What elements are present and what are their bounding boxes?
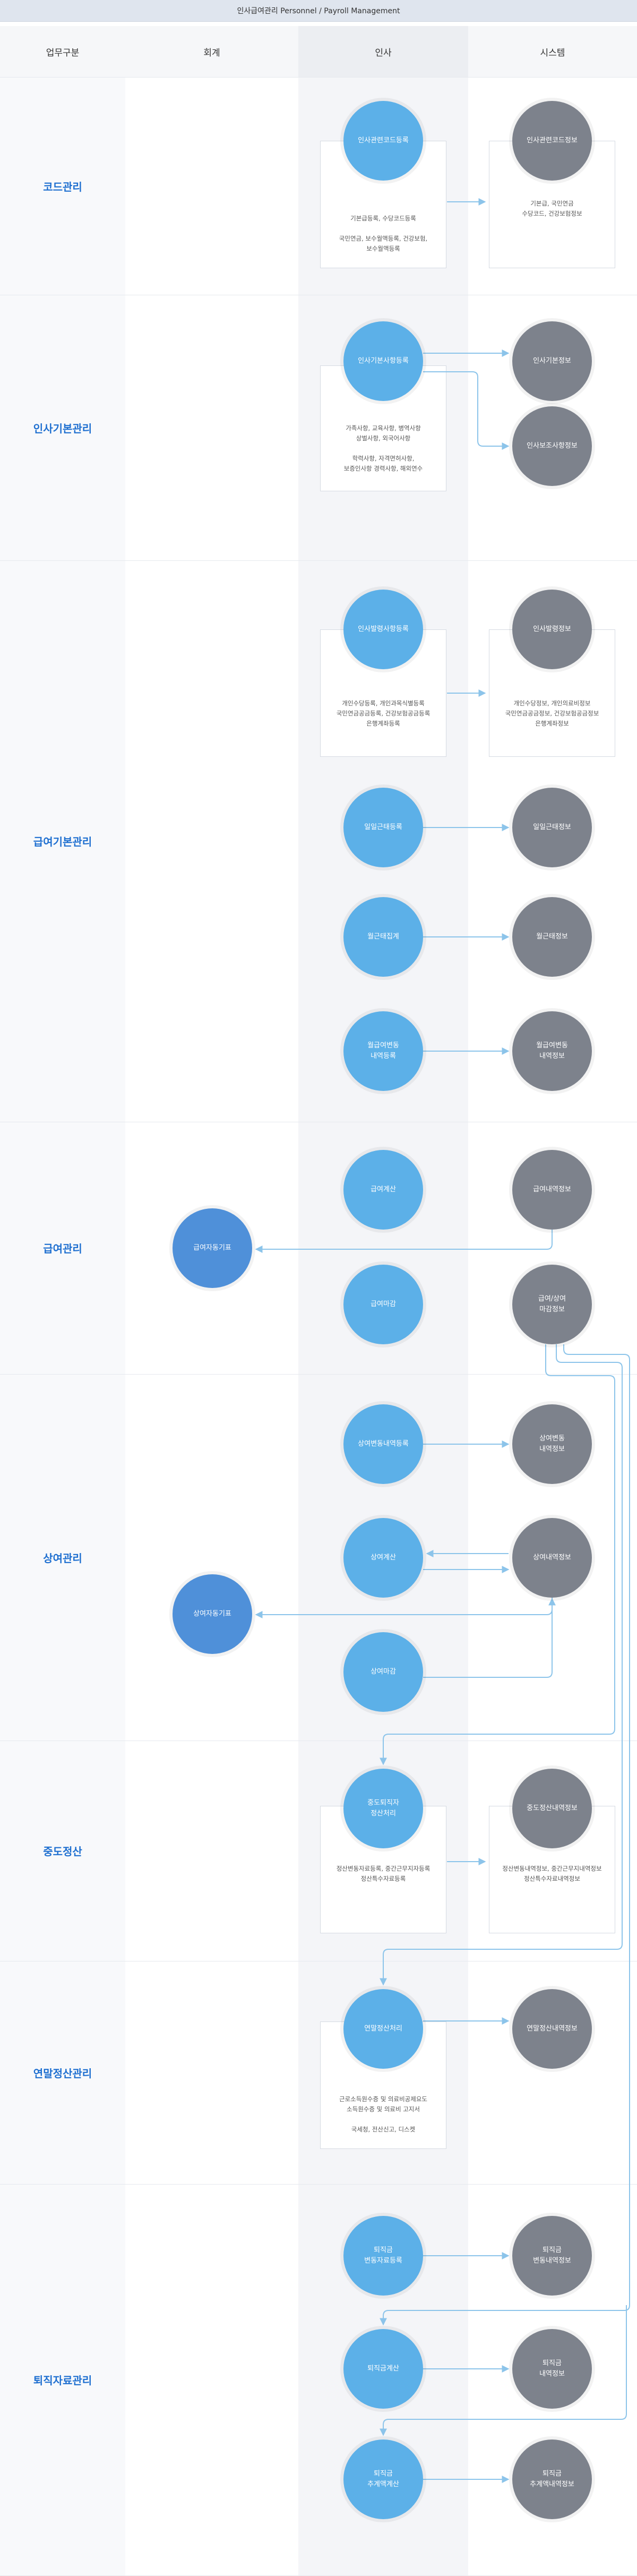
box-text: 정산변동자료등록, 중간근무지자등록 정산특수자료등록 <box>336 1865 431 1882</box>
section-code: 코드관리 <box>0 77 637 295</box>
header-row: 업무구분 회계 인사 시스템 <box>0 26 637 78</box>
box-text: 기본급등록, 수당코드등록 국민연금, 보수월액등록, 건강보험, 보수월액등록 <box>339 215 428 252</box>
box-text: 기본급, 국민연금 수당코드, 건강보험정보 <box>522 200 582 217</box>
node-pay-detail[interactable]: 급여내역정보 <box>512 1150 592 1230</box>
section-label: 급여관리 <box>43 1242 82 1255</box>
node-yearend-calc[interactable]: 연말정산처리 <box>343 1989 423 2069</box>
box-text: 개인수당정보, 개인의료비정보 국민연금공금정보, 건강보험공금정보 은행계좌정… <box>505 700 599 727</box>
node-daily-reg[interactable]: 일일근태등록 <box>343 788 423 867</box>
header-hr: 인사 <box>298 26 468 77</box>
node-hr-info[interactable]: 인사기본정보 <box>512 321 592 401</box>
node-hr-reg[interactable]: 인사기본사항등록 <box>343 321 423 401</box>
node-code-info[interactable]: 인사관련코드정보 <box>512 101 592 181</box>
node-retire-reg[interactable]: 퇴직금 변동자료등록 <box>343 2216 423 2296</box>
header-system: 시스템 <box>540 47 565 58</box>
section-label: 퇴직자료관리 <box>33 2374 92 2387</box>
node-interim-info[interactable]: 중도정산내역정보 <box>512 1769 592 1848</box>
node-interim-calc[interactable]: 중도퇴직자 정산처리 <box>343 1769 423 1848</box>
box-text: 가족사항, 교육사항, 병역사항 상벌사항, 외국어사항 학력사항, 자격면허사… <box>343 424 423 472</box>
section-bonus: 상여관리 <box>0 1374 637 1741</box>
section-hr-basic: 인사기본관리 <box>0 295 637 561</box>
node-bonus-change-reg[interactable]: 상여변동내역등록 <box>343 1404 423 1484</box>
section-label: 상여관리 <box>43 1551 82 1565</box>
node-change-info[interactable]: 월급여변동 내역정보 <box>512 1011 592 1091</box>
section-label: 급여기본관리 <box>33 835 92 848</box>
header-category: 업무구분 <box>46 47 80 58</box>
node-change-reg[interactable]: 월급여변동 내역등록 <box>343 1011 423 1091</box>
node-bonus-calc[interactable]: 상여계산 <box>343 1518 423 1598</box>
node-bonus-change-info[interactable]: 상여변동 내역정보 <box>512 1404 592 1484</box>
column-bg-accounting <box>125 77 298 2575</box>
node-retire-est[interactable]: 퇴직금 추계액계산 <box>343 2439 423 2519</box>
node-bonus-detail[interactable]: 상여내역정보 <box>512 1518 592 1598</box>
node-pay-calc[interactable]: 급여계산 <box>343 1150 423 1230</box>
section-interim: 중도정산 <box>0 1741 637 1961</box>
node-pay-reg[interactable]: 인사발령사항등록 <box>343 590 423 669</box>
section-payroll: 급여관리 <box>0 1122 637 1375</box>
node-monthly-info[interactable]: 월근태정보 <box>512 897 592 977</box>
section-label: 연말정산관리 <box>33 2067 92 2080</box>
node-bonus-close[interactable]: 상여마감 <box>343 1632 423 1712</box>
section-label: 중도정산 <box>43 1845 82 1858</box>
header-accounting: 회계 <box>203 47 220 58</box>
box-text: 정산변동내역정보, 중간근무지내역정보 정산특수자료내역정보 <box>502 1865 602 1882</box>
node-pay-close-info[interactable]: 급여/상여 마감정보 <box>512 1265 592 1344</box>
section-label: 인사기본관리 <box>33 422 92 435</box>
section-yearend: 연말정산관리 <box>0 1961 637 2185</box>
column-bg-category <box>0 77 125 2575</box>
node-retire-est-info[interactable]: 퇴직금 추계액내역정보 <box>512 2439 592 2519</box>
section-pay-basic: 급여기본관리 <box>0 560 637 1122</box>
node-pay-close[interactable]: 급여마감 <box>343 1265 423 1344</box>
node-daily-info[interactable]: 일일근태정보 <box>512 788 592 867</box>
node-monthly-reg[interactable]: 월근태집계 <box>343 897 423 977</box>
node-retire-calc[interactable]: 퇴직금계산 <box>343 2329 423 2409</box>
box-text: 근로소득원수증 및 의료비공제요도 소득원수증 및 의료비 고지서 국세청, 전… <box>339 2095 427 2133</box>
node-pay-slip[interactable]: 급여자동기표 <box>173 1208 252 1288</box>
title-bar: 인사급여관리 Personnel / Payroll Management <box>0 0 637 22</box>
node-hr-sub-info[interactable]: 인사보조사항정보 <box>512 406 592 486</box>
node-yearend-info[interactable]: 연말정산내역정보 <box>512 1989 592 2069</box>
node-bonus-slip[interactable]: 상여자동기표 <box>173 1574 252 1654</box>
node-pay-info[interactable]: 인사발령정보 <box>512 590 592 669</box>
node-retire-change-info[interactable]: 퇴직금 변동내역정보 <box>512 2216 592 2296</box>
node-code-reg[interactable]: 인사관련코드등록 <box>343 101 423 181</box>
box-text: 개인수당등록, 개인과목식별등록 국민연금공금등록, 건강보험공금등록 은행계좌… <box>336 700 431 727</box>
node-retire-info[interactable]: 퇴직금 내역정보 <box>512 2329 592 2409</box>
section-label: 코드관리 <box>43 180 82 193</box>
page-title: 인사급여관리 Personnel / Payroll Management <box>237 7 400 15</box>
